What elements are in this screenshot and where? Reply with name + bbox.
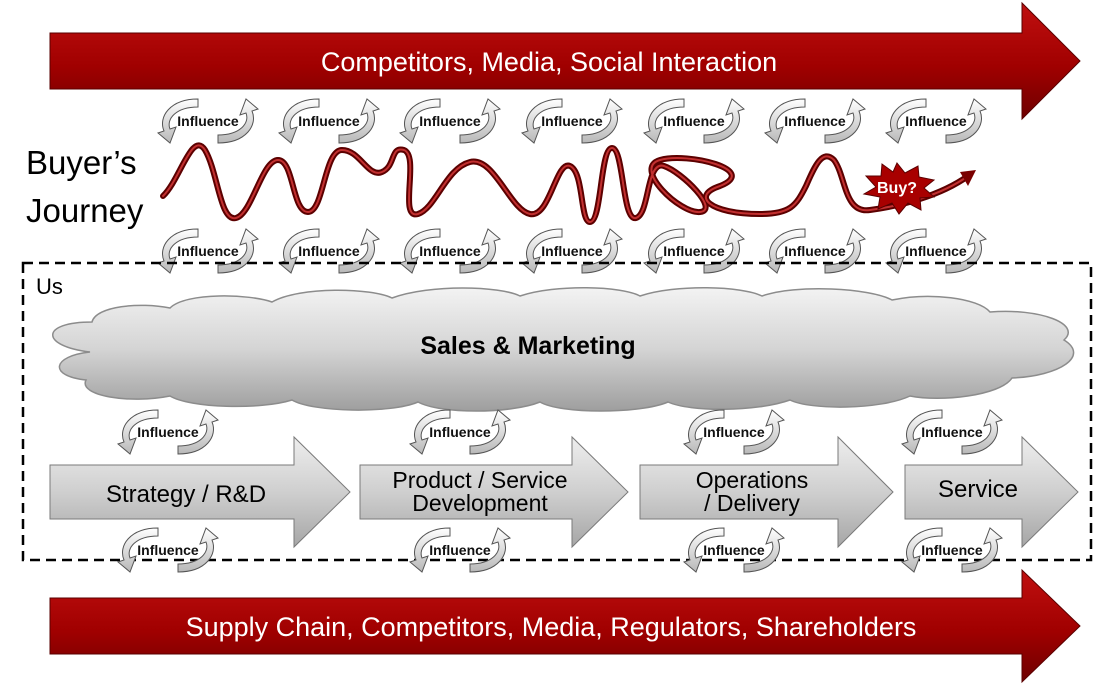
step-label-line1: Service	[938, 476, 1018, 503]
step-label-line1: Product / Service	[392, 467, 567, 493]
influence-label: Influence	[784, 243, 846, 259]
influence-icon: Influence	[885, 228, 987, 274]
journey-title-line2: Journey	[26, 192, 144, 229]
bottom-banner-label: Supply Chain, Competitors, Media, Regula…	[186, 612, 917, 642]
buy-label: Buy?	[877, 180, 917, 197]
influence-label: Influence	[921, 542, 983, 558]
step-label-line2: / Delivery	[704, 490, 800, 516]
value-chain-step: Service	[904, 435, 1079, 549]
value-chain-step: Strategy / R&D	[49, 435, 351, 549]
influence-icon: Influence	[764, 98, 866, 144]
influence-label: Influence	[429, 542, 491, 558]
journey-arrowhead-icon	[960, 170, 976, 186]
influence-label: Influence	[541, 113, 603, 129]
influence-icon: Influence	[399, 228, 501, 274]
buy-burst: Buy?	[862, 162, 936, 215]
influence-icon: Influence	[885, 98, 987, 144]
top-banner-label: Competitors, Media, Social Interaction	[321, 47, 777, 77]
influence-label: Influence	[703, 542, 765, 558]
step-label-line1: Operations	[696, 467, 809, 493]
influence-label: Influence	[177, 113, 239, 129]
influence-label: Influence	[298, 243, 360, 259]
influence-label: Influence	[137, 542, 199, 558]
sales-marketing-cloud: Sales & Marketing	[52, 287, 1075, 412]
influence-label: Influence	[663, 113, 725, 129]
influence-icon: Influence	[117, 409, 219, 455]
buyer-journey-path	[160, 142, 976, 225]
influence-icon: Influence	[157, 98, 259, 144]
influence-label: Influence	[429, 424, 491, 440]
top-banner-arrow: Competitors, Media, Social Interaction	[49, 1, 1081, 121]
step-label-line1: Strategy / R&D	[106, 481, 266, 508]
us-boundary-box	[21, 261, 1093, 562]
influence-label: Influence	[905, 243, 967, 259]
influence-icon: Influence	[901, 527, 1003, 573]
influence-icon: Influence	[521, 98, 623, 144]
influence-label: Influence	[663, 243, 725, 259]
top-influence-row: Influence Influence Influence Influence …	[157, 98, 987, 144]
bottom-banner-arrow: Supply Chain, Competitors, Media, Regula…	[49, 568, 1081, 684]
influence-icon: Influence	[521, 228, 623, 274]
influence-label: Influence	[419, 243, 481, 259]
influence-label: Influence	[541, 243, 603, 259]
influence-icon: Influence	[409, 527, 511, 573]
influence-icon: Influence	[399, 98, 501, 144]
value-chain-influence-row-upper: Influence Influence Influence Influence	[117, 409, 1003, 455]
influence-icon: Influence	[683, 527, 785, 573]
value-chain-influence-row-lower: Influence Influence Influence Influence	[117, 527, 1003, 573]
influence-label: Influence	[177, 243, 239, 259]
influence-label: Influence	[419, 113, 481, 129]
influence-icon: Influence	[683, 409, 785, 455]
influence-icon: Influence	[643, 228, 745, 274]
cloud-label: Sales & Marketing	[420, 332, 635, 360]
influence-icon: Influence	[764, 228, 866, 274]
step-label-line2: Development	[412, 490, 548, 516]
journey-title-line1: Buyer’s	[26, 144, 137, 181]
influence-label: Influence	[703, 424, 765, 440]
influence-label: Influence	[784, 113, 846, 129]
influence-label: Influence	[298, 113, 360, 129]
influence-icon: Influence	[278, 228, 380, 274]
influence-icon: Influence	[157, 228, 259, 274]
influence-label: Influence	[137, 424, 199, 440]
starburst-icon	[862, 162, 936, 215]
influence-icon: Influence	[117, 527, 219, 573]
influence-icon: Influence	[278, 98, 380, 144]
influence-icon: Influence	[901, 409, 1003, 455]
us-label: Us	[36, 274, 63, 299]
influence-icon: Influence	[643, 98, 745, 144]
value-chain-step: Operations / Delivery	[639, 435, 894, 549]
value-chain-step: Product / Service Development	[359, 435, 629, 549]
influence-icon: Influence	[409, 409, 511, 455]
influence-label: Influence	[921, 424, 983, 440]
influence-label: Influence	[905, 113, 967, 129]
journey-bottom-influence-row: Influence Influence Influence Influence …	[157, 228, 987, 274]
